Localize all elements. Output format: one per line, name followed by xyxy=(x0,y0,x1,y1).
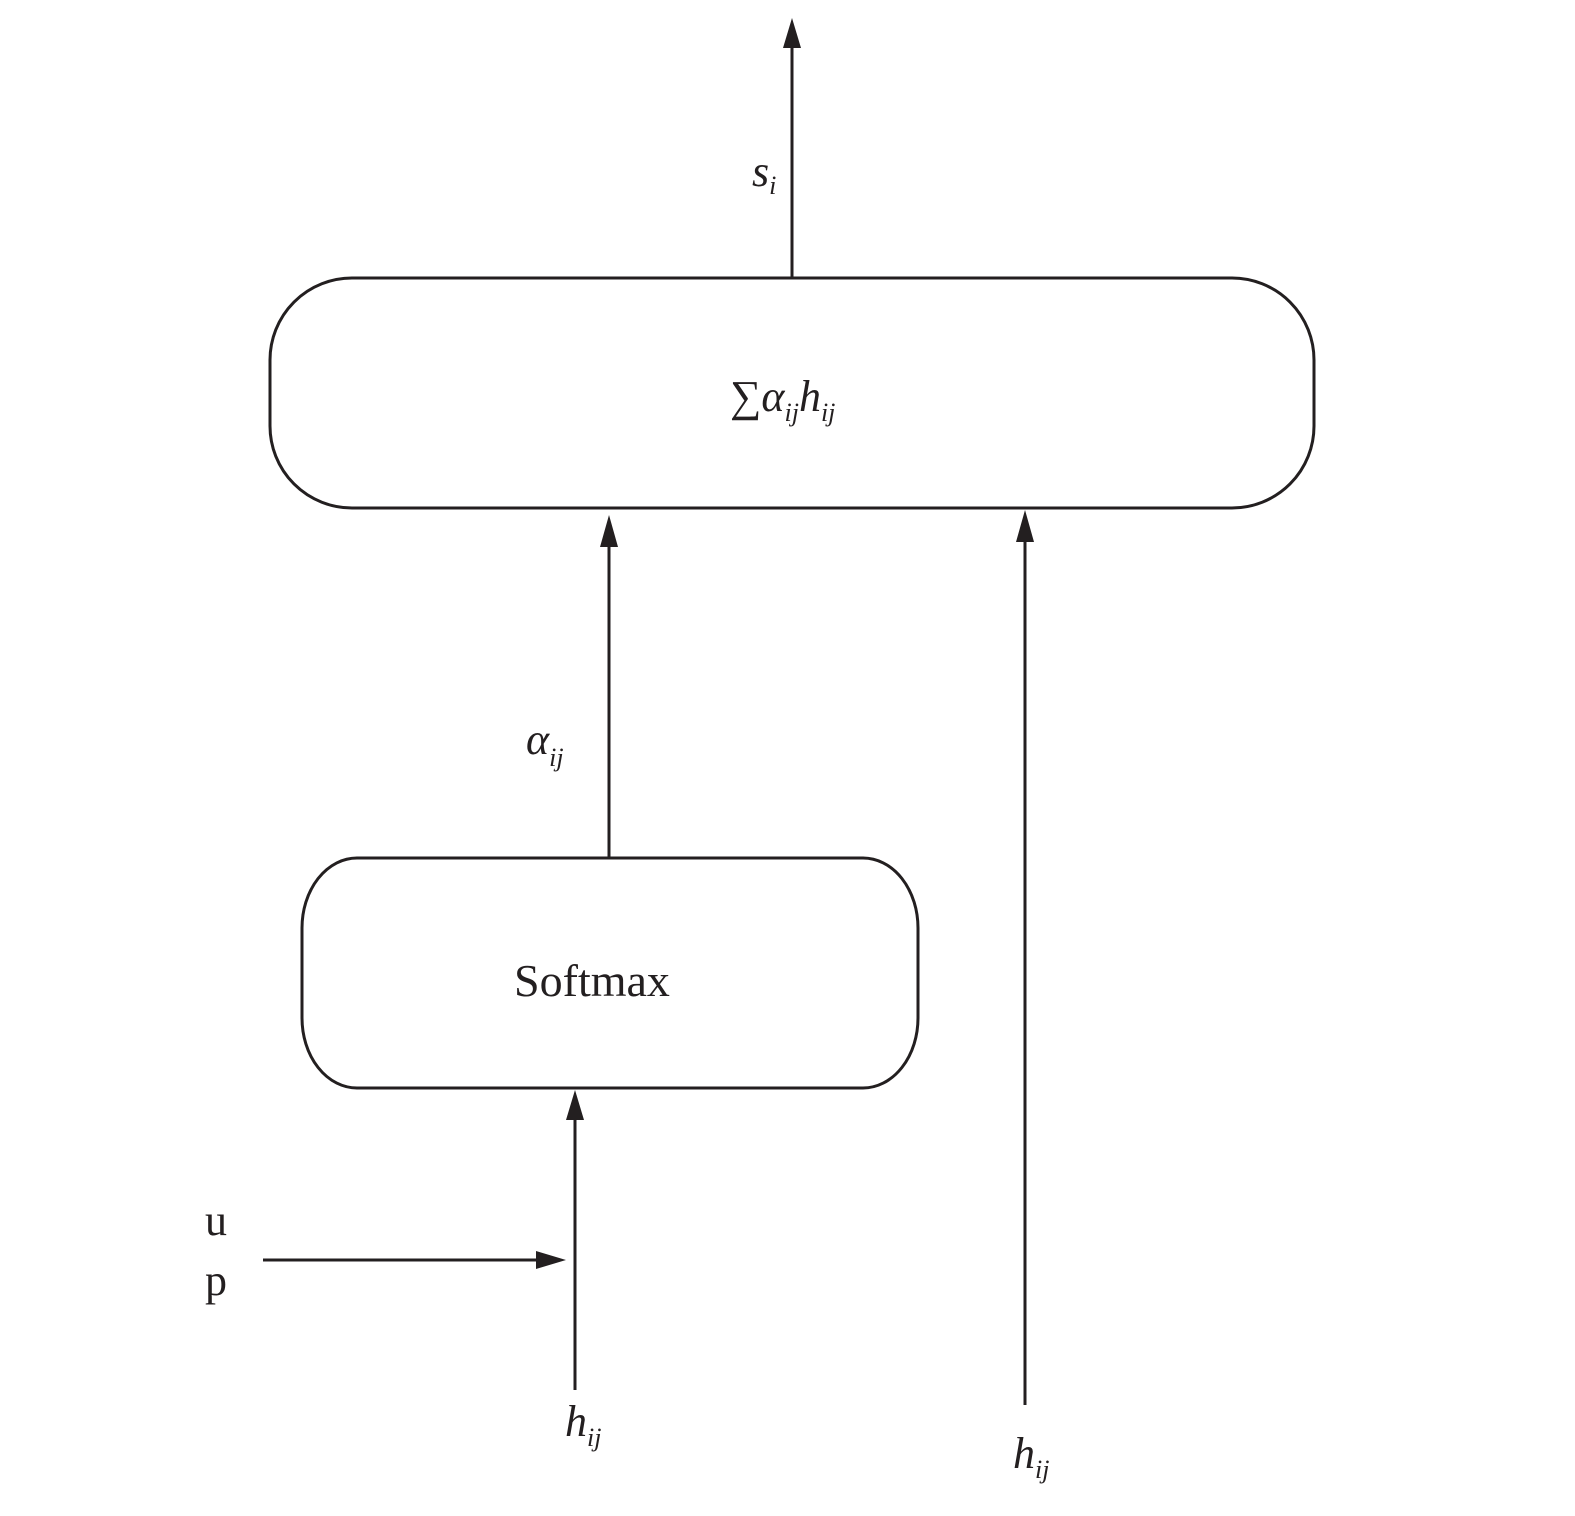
softmax-label: Softmax xyxy=(514,955,670,1006)
alpha-arrow-head xyxy=(600,515,618,547)
h-left-arrow-head xyxy=(566,1090,584,1120)
weighted-sum-box xyxy=(268,276,1316,510)
output-arrow-head xyxy=(783,18,801,48)
alpha-ij-label: αij xyxy=(526,715,564,772)
p-label: p xyxy=(205,1256,227,1305)
weighted-sum-formula: ∑αijhij xyxy=(730,372,835,427)
u-label: u xyxy=(205,1196,227,1245)
h-right-arrow-head xyxy=(1016,510,1034,542)
softmax-box xyxy=(300,856,920,1090)
s-i-label: si xyxy=(752,147,776,200)
h-ij-left-label: hij xyxy=(565,1397,601,1452)
h-ij-right-label: hij xyxy=(1013,1429,1049,1484)
up-arrow-head xyxy=(536,1251,566,1269)
